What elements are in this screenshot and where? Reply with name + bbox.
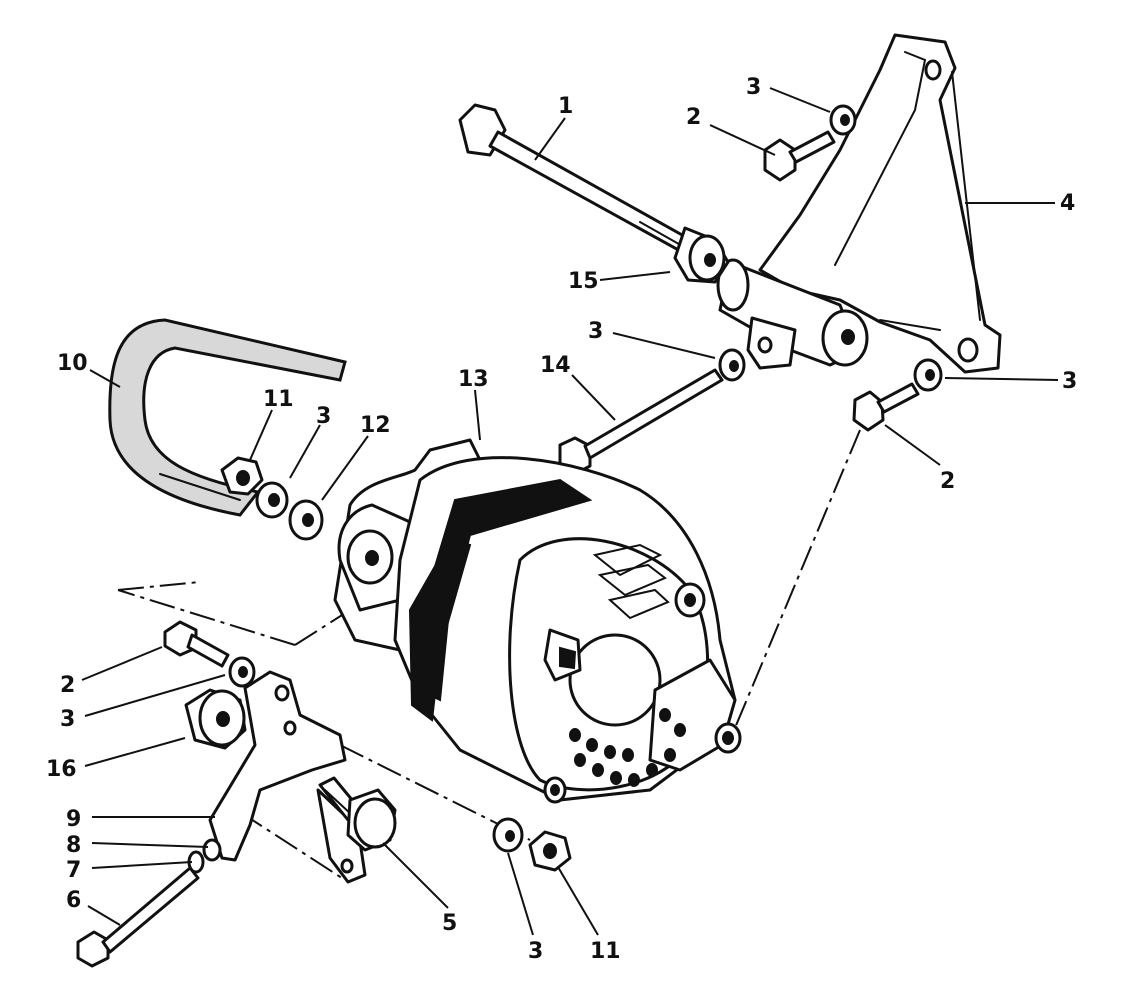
callout-10: 10 [57, 351, 88, 376]
adjusting-bolt-and-washer [558, 348, 746, 476]
callout-11-top: 11 [263, 387, 294, 412]
callout-6: 6 [66, 888, 81, 913]
lower-washer-and-nut [492, 817, 572, 872]
callout-labels: 1 2 3 4 15 3 14 3 2 10 11 3 12 13 2 3 16… [46, 75, 1077, 964]
upper-bolt-and-washer [763, 104, 857, 182]
leader-lines [81, 87, 1059, 936]
callout-13: 13 [458, 367, 489, 392]
callout-3-sleeve: 3 [588, 319, 603, 344]
spacer-bush [673, 226, 730, 284]
callout-12: 12 [360, 413, 391, 438]
long-pivot-bolt [458, 103, 706, 260]
callout-4: 4 [1060, 191, 1075, 216]
heatsink-holes [569, 708, 686, 787]
callout-9: 9 [66, 807, 81, 832]
callout-15: 15 [568, 269, 599, 294]
callout-5: 5 [442, 911, 457, 936]
callout-3-bottom: 3 [528, 939, 543, 964]
drive-belt [108, 318, 347, 517]
callout-3-top: 3 [746, 75, 761, 100]
upper-left-fasteners [220, 456, 324, 541]
callout-14: 14 [540, 353, 571, 378]
right-bolt-and-washer [852, 358, 943, 432]
callout-2-right: 2 [940, 469, 955, 494]
adjuster-bolt-and-washers [76, 838, 222, 968]
adjusting-link [208, 670, 367, 884]
alternator-body [333, 438, 742, 804]
callout-3-upper-left: 3 [316, 404, 331, 429]
callout-1: 1 [558, 94, 573, 119]
callout-3-left: 3 [60, 707, 75, 732]
callout-11-bottom: 11 [590, 939, 621, 964]
callout-7: 7 [66, 858, 81, 883]
lower-left-bolt-washer-bush [163, 620, 256, 750]
callout-2-top: 2 [686, 105, 701, 130]
callout-16: 16 [46, 757, 77, 782]
mounting-bracket [716, 33, 1002, 374]
callout-3-right: 3 [1062, 369, 1077, 394]
callout-8: 8 [66, 833, 81, 858]
adjuster-stud [318, 776, 397, 852]
callout-2-left: 2 [60, 673, 75, 698]
